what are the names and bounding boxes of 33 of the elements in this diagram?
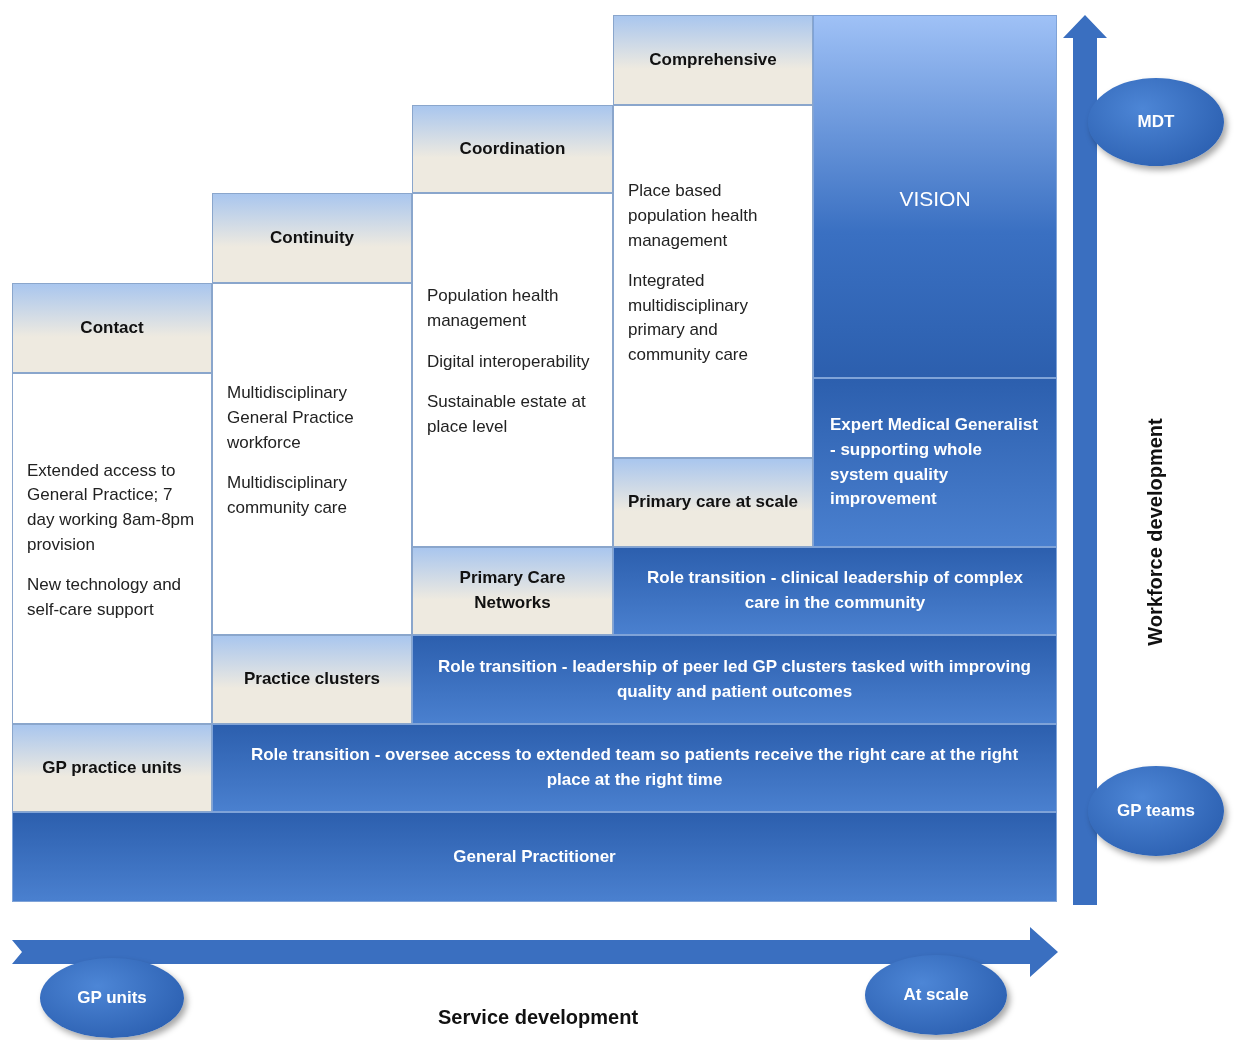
body-text: Place based population health management — [628, 180, 759, 252]
vision-panel: VISION — [813, 15, 1057, 378]
stage-header: Primary Care Networks — [412, 547, 613, 635]
ellipse-badge: GP units — [40, 958, 184, 1038]
ellipse-badge: GP teams — [1088, 766, 1224, 856]
stage-header: Comprehensive — [613, 15, 813, 105]
ellipse-badge: MDT — [1088, 78, 1224, 166]
ellipse-badge: At scale — [865, 955, 1007, 1035]
body-text: Multidisciplinary community care — [227, 472, 348, 519]
text-panel — [212, 283, 412, 635]
body-text: Population health management — [427, 285, 560, 333]
body-text: Digital interoperability — [427, 350, 591, 373]
stage-header: Primary care at scale — [613, 458, 813, 547]
stage-header: Contact — [12, 283, 212, 373]
stage-header: GP practice units — [12, 724, 212, 812]
text-panel — [12, 373, 212, 724]
body-text: New technology and self-care support — [27, 574, 183, 621]
stage-header: Coordination — [412, 105, 613, 193]
stage-header: Continuity — [212, 193, 412, 283]
axis-title: Workforce development — [1143, 418, 1167, 646]
stage-header: Practice clusters — [212, 635, 412, 724]
base-bar: General Practitioner — [12, 812, 1057, 902]
body-text: Multidisciplinary General Practice workforce — [227, 382, 355, 454]
role-bar: Role transition - leadership of peer led GP clusters tasked with improving quality and patient outcomes — [412, 635, 1057, 724]
role-bar: Role transition - clinical leadership of complex care in the community — [613, 547, 1057, 635]
role-bar: Expert Medical Generalist - supporting whole system quality improvement — [813, 378, 1057, 547]
axis-title: Service development — [437, 1005, 639, 1029]
role-bar: Role transition - oversee access to extended team so patients receive the right care at the right place at the right time — [212, 724, 1057, 812]
text-panel — [613, 105, 813, 458]
text-panel — [412, 193, 613, 547]
body-text: Extended access to General Practice; 7 day working 8am-8pm provision — [27, 459, 196, 556]
body-text: Sustainable estate at place level — [427, 391, 587, 438]
body-text: Integrated multidisciplinary primary and community care — [628, 270, 749, 367]
